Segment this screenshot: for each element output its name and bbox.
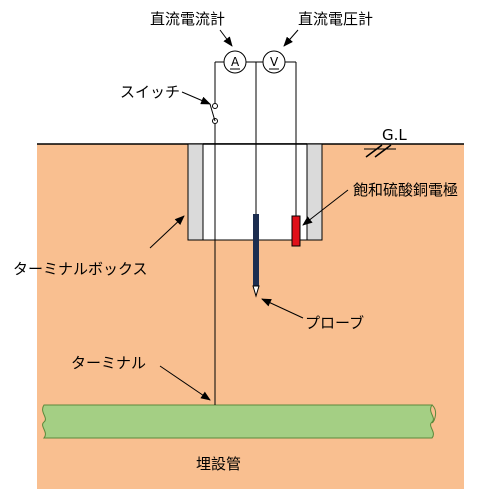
svg-text:V: V [270, 55, 279, 69]
switch-leader [181, 91, 211, 105]
ammeter-label: 直流電流計 [150, 10, 225, 28]
reference-electrode-leader [302, 189, 349, 226]
probe-label: プローブ [305, 314, 364, 332]
terminal-leader [159, 365, 211, 401]
reference-electrode-icon [291, 215, 301, 247]
ground-hatch-icon [364, 144, 396, 158]
svg-text:A: A [231, 55, 240, 69]
switch-label: スイッチ [120, 83, 180, 101]
voltmeter-leader [283, 29, 299, 47]
ammeter-icon: A [223, 50, 247, 74]
buried-pipe-label: 埋設管 [196, 455, 241, 473]
voltmeter-label: 直流電圧計 [298, 10, 373, 28]
probe-leader [261, 298, 304, 319]
switch-icon [209, 103, 218, 124]
reference-electrode-label: 飽和硫酸銅電極 [353, 181, 458, 199]
terminal-box-leader [149, 215, 185, 249]
ground-level-label: G.L [382, 126, 407, 144]
probe-icon [252, 214, 260, 298]
terminal-label: ターミナル [71, 354, 146, 372]
ammeter-leader [219, 29, 233, 47]
buried-pipe [42, 404, 437, 439]
terminal-box-label: ターミナルボックス [13, 260, 148, 278]
voltmeter-icon: V [262, 50, 286, 74]
